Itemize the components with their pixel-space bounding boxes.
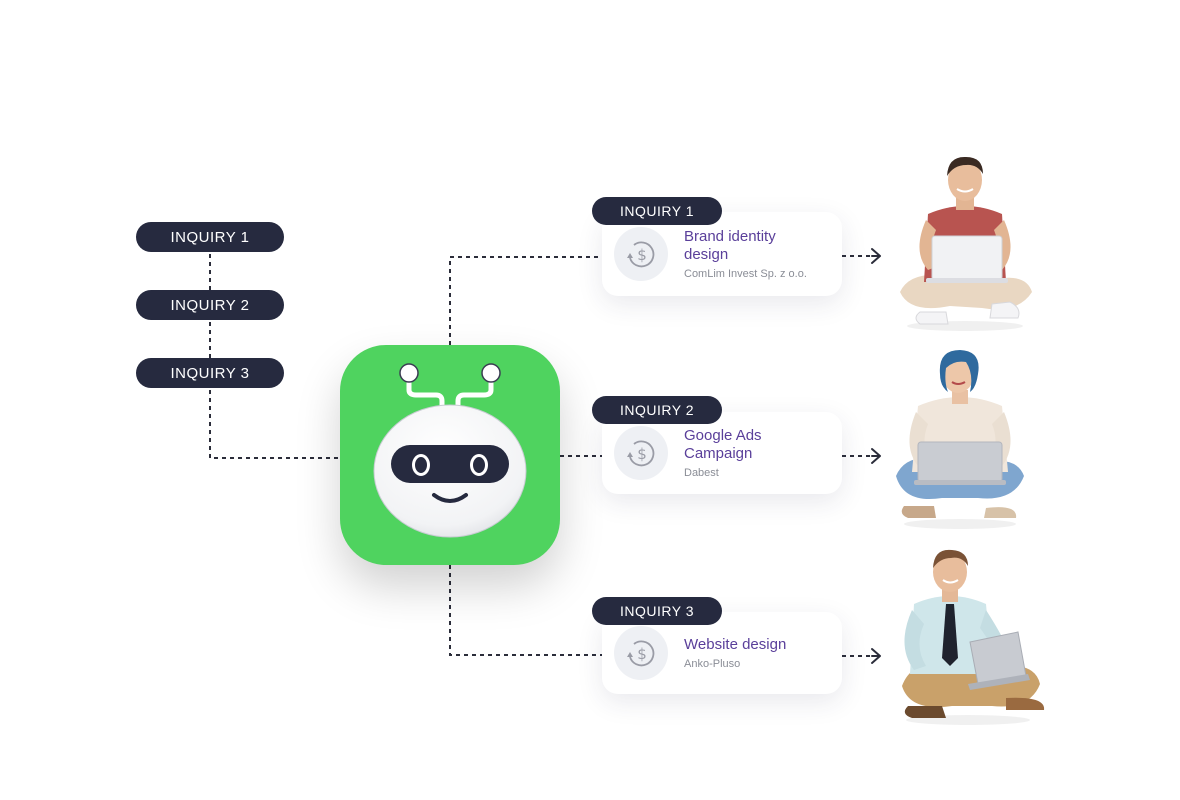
person-with-tie-and-laptop bbox=[902, 549, 1045, 725]
inquiry-card-3[interactable]: $ Website design Anko-Pluso bbox=[602, 612, 842, 694]
connector-robot-to-card-3 bbox=[449, 565, 602, 656]
card-tag-3: INQUIRY 3 bbox=[592, 597, 722, 625]
arrow-right-icon bbox=[871, 448, 881, 464]
card-company: Dabest bbox=[684, 467, 719, 479]
arrow-right-icon bbox=[871, 648, 881, 664]
inquiry-pill-1: INQUIRY 1 bbox=[136, 222, 284, 252]
person-blue-hair-with-laptop bbox=[896, 350, 1024, 529]
svg-text:$: $ bbox=[637, 445, 647, 463]
inquiry-card-1[interactable]: $ Brand identity design ComLim Invest Sp… bbox=[602, 212, 842, 296]
dollar-refresh-icon: $ bbox=[614, 227, 668, 281]
connector-robot-to-card-1 bbox=[449, 256, 602, 345]
dollar-refresh-icon: $ bbox=[614, 426, 668, 480]
inquiry-pill-3: INQUIRY 3 bbox=[136, 358, 284, 388]
card-tag-2: INQUIRY 2 bbox=[592, 396, 722, 424]
connector-left-to-robot bbox=[209, 390, 340, 459]
svg-text:$: $ bbox=[637, 645, 647, 663]
svg-text:$: $ bbox=[637, 246, 647, 264]
card-title-line-2: design bbox=[684, 246, 729, 263]
arrow-right-icon bbox=[871, 248, 881, 264]
card-company: ComLim Invest Sp. z o.o. bbox=[684, 268, 807, 280]
card-title-line-1: Website design bbox=[684, 636, 787, 653]
robot-icon bbox=[373, 363, 527, 538]
card-title-line-2: Campaign bbox=[684, 445, 753, 462]
dollar-refresh-icon: $ bbox=[614, 626, 668, 680]
card-company: Anko-Pluso bbox=[684, 658, 741, 670]
person-red-shirt-with-laptop bbox=[900, 156, 1032, 331]
card-title-line-1: Brand identity bbox=[684, 228, 776, 245]
card-tag-1: INQUIRY 1 bbox=[592, 197, 722, 225]
card-title-line-1: Google Ads bbox=[684, 427, 762, 444]
inquiry-pill-2: INQUIRY 2 bbox=[136, 290, 284, 320]
inquiry-card-2[interactable]: $ Google Ads Campaign Dabest bbox=[602, 412, 842, 494]
robot-app-tile bbox=[340, 345, 560, 565]
